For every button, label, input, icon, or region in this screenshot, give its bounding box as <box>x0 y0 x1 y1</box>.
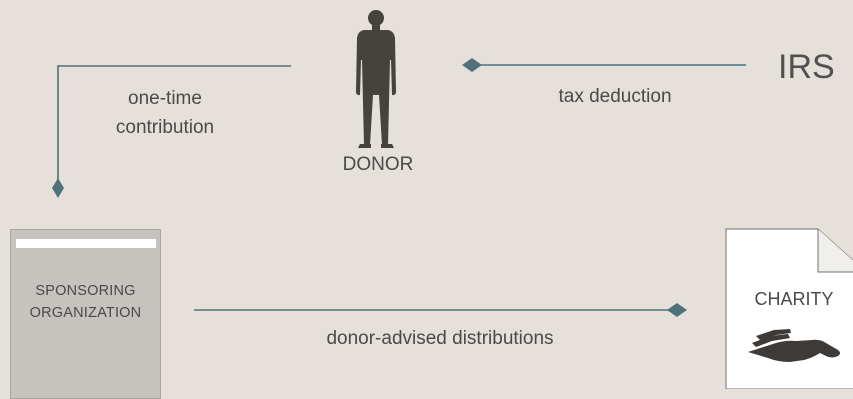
sponsor-label-line1: SPONSORING <box>35 283 136 299</box>
sponsor-label: SPONSORING ORGANIZATION <box>11 280 160 324</box>
contribution-connector <box>52 65 291 198</box>
flow-diagram: one-time contribution tax deduction DONO… <box>10 10 853 399</box>
connector-layer <box>52 10 853 389</box>
distributions-arrowhead-icon <box>667 303 687 317</box>
contribution-arrowhead-icon <box>52 178 64 198</box>
sponsor-label-line2: ORGANIZATION <box>29 305 142 321</box>
sponsor-header-bar <box>16 239 156 248</box>
donor-person-icon <box>356 10 396 148</box>
distributions-label: donor-advised distributions <box>326 328 554 349</box>
donor-label: DONOR <box>342 154 414 175</box>
contribution-label: one-time contribution <box>100 84 230 142</box>
contribution-label-line1: one-time <box>128 88 202 109</box>
contribution-label-line2: contribution <box>115 117 215 138</box>
tax-connector <box>462 58 746 72</box>
charity-label: CHARITY <box>754 289 834 309</box>
open-hand-icon <box>748 329 840 362</box>
sponsoring-organization-box: SPONSORING ORGANIZATION <box>10 229 161 399</box>
distributions-connector <box>194 303 687 317</box>
tax-arrowhead-icon <box>462 58 482 72</box>
tax-deduction-label: tax deduction <box>558 86 672 107</box>
irs-label: IRS <box>778 48 835 86</box>
